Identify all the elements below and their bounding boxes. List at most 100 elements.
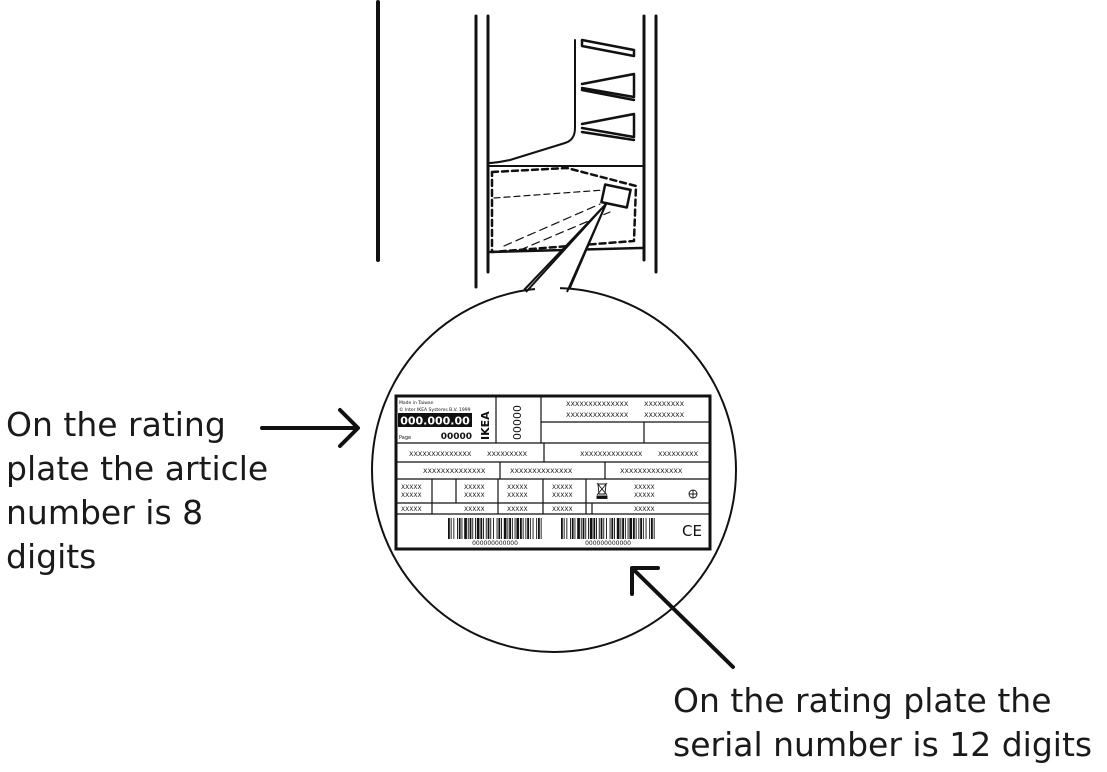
barcode-article-digits: 000000000000 — [472, 540, 518, 547]
barcode-bar — [651, 518, 653, 539]
barcode-bar — [635, 518, 637, 539]
barcode-bar — [577, 518, 580, 539]
barcode-bar — [464, 518, 467, 539]
barcode-serial — [561, 518, 655, 539]
barcode-bar — [480, 518, 483, 539]
barcode-bar — [582, 518, 585, 539]
barcode-bar — [616, 518, 620, 539]
barcode-bar — [566, 518, 568, 539]
barcode-bar — [588, 518, 589, 539]
caption-line: serial number is 12 digits — [673, 725, 1093, 764]
barcode-bar — [609, 518, 611, 539]
barcode-bar — [448, 518, 450, 539]
barcode-bar — [596, 518, 597, 539]
caption-line: On the rating — [6, 405, 226, 444]
barcode-bar — [653, 518, 655, 539]
barcode-bar — [467, 518, 469, 539]
barcode-bar — [633, 518, 635, 539]
barcode-bar — [538, 518, 540, 539]
barcode-bar — [527, 518, 529, 539]
barcode-bar — [589, 518, 593, 539]
barcode-bar — [503, 518, 507, 539]
plate-row3-a: XXXXXXXXXXXXXX — [409, 450, 472, 458]
plate-row4-a: XXXXXXXXXXXXXX — [423, 467, 486, 475]
fan-icon — [688, 489, 698, 499]
plate-row2-b: XXXXXXXXX — [644, 411, 685, 419]
barcode-bar — [516, 518, 520, 539]
barcode-serial-digits: 000000000000 — [585, 540, 631, 547]
plate-cell: XXXXX — [464, 506, 485, 513]
rating-plate: Made in Taiwan © Inter IKEA Systems B.V.… — [394, 394, 712, 551]
barcode-bar — [638, 518, 640, 539]
article-arrow-icon — [260, 408, 360, 448]
barcode-bar — [453, 518, 455, 539]
barcode-bar — [461, 518, 463, 539]
barcode-bar — [580, 518, 582, 539]
plate-cell: XXXXX — [634, 484, 655, 491]
plate-cell: XXXXX — [401, 484, 422, 491]
barcode-bar — [574, 518, 576, 539]
barcode-bar — [620, 518, 622, 539]
barcode-bar — [483, 518, 484, 539]
plate-cell: XXXXX — [464, 484, 485, 491]
weee-bin-icon — [596, 482, 608, 499]
barcode-bar — [507, 518, 509, 539]
barcode-bar — [476, 518, 480, 539]
barcode-bar — [525, 518, 527, 539]
barcode-bar — [490, 518, 492, 539]
made-in-text: Made in Taiwan — [399, 400, 434, 406]
barcode-bar — [606, 518, 607, 539]
plate-cell: XXXXX — [401, 492, 422, 499]
barcode-bar — [514, 518, 516, 539]
caption-line: digits — [6, 537, 97, 576]
barcode-bar — [469, 518, 472, 539]
barcode-bar — [472, 518, 474, 539]
plate-row4-c: XXXXXXXXXXXXXX — [620, 467, 683, 475]
barcode-bar — [496, 518, 498, 539]
barcode-bar — [622, 518, 624, 539]
caption-line: number is 8 — [6, 493, 204, 532]
plate-cell: XXXXX — [552, 506, 573, 513]
barcode-bar — [536, 518, 538, 539]
barcode-bar — [522, 518, 524, 539]
barcode-bar — [570, 518, 571, 539]
page-value: 00000 — [441, 432, 472, 442]
barcode-bar — [624, 518, 626, 539]
plate-cell: XXXXX — [507, 492, 528, 499]
barcode-bar — [593, 518, 596, 539]
barcode-bar — [511, 518, 513, 539]
plate-cell: XXXXX — [464, 492, 485, 499]
plate-cell: XXXXX — [552, 492, 573, 499]
barcode-bar — [532, 518, 534, 539]
plate-row2-a: XXXXXXXXXXXXXX — [566, 411, 629, 419]
ikea-brand-text: IKEA — [479, 411, 492, 440]
barcode-bar — [561, 518, 563, 539]
barcode-bar — [649, 518, 651, 539]
serial-number-caption: On the rating plate the serial number is… — [673, 679, 1092, 767]
barcode-bar — [600, 518, 603, 539]
barcode-bar — [485, 518, 487, 539]
barcode-bar — [611, 518, 614, 539]
barcode-bar — [627, 518, 629, 539]
caption-line: plate the article — [6, 449, 269, 488]
barcode-bar — [563, 518, 565, 539]
barcode-bar — [457, 518, 458, 539]
plate-row3-c: XXXXXXXXXXXXXX — [580, 450, 643, 458]
page-label: Page — [399, 435, 411, 441]
barcode-bar — [520, 518, 522, 539]
serial-arrow-icon — [630, 566, 735, 669]
barcode-bar — [529, 518, 531, 539]
plate-cell: XXXXX — [634, 506, 655, 513]
barcode-bar — [475, 518, 476, 539]
barcode-bar — [540, 518, 542, 539]
barcode-bar — [501, 518, 502, 539]
article-number-text: 000.000.00 — [400, 415, 470, 428]
barcode-bar — [598, 518, 600, 539]
plate-cell: XXXXX — [634, 492, 655, 499]
ce-mark-icon: CE — [682, 522, 702, 540]
article-number-caption: On the rating plate the article number i… — [6, 403, 268, 579]
plate-row1-b: XXXXXXXXX — [644, 400, 685, 408]
plate-cell: XXXXX — [507, 484, 528, 491]
barcode-bar — [450, 518, 452, 539]
